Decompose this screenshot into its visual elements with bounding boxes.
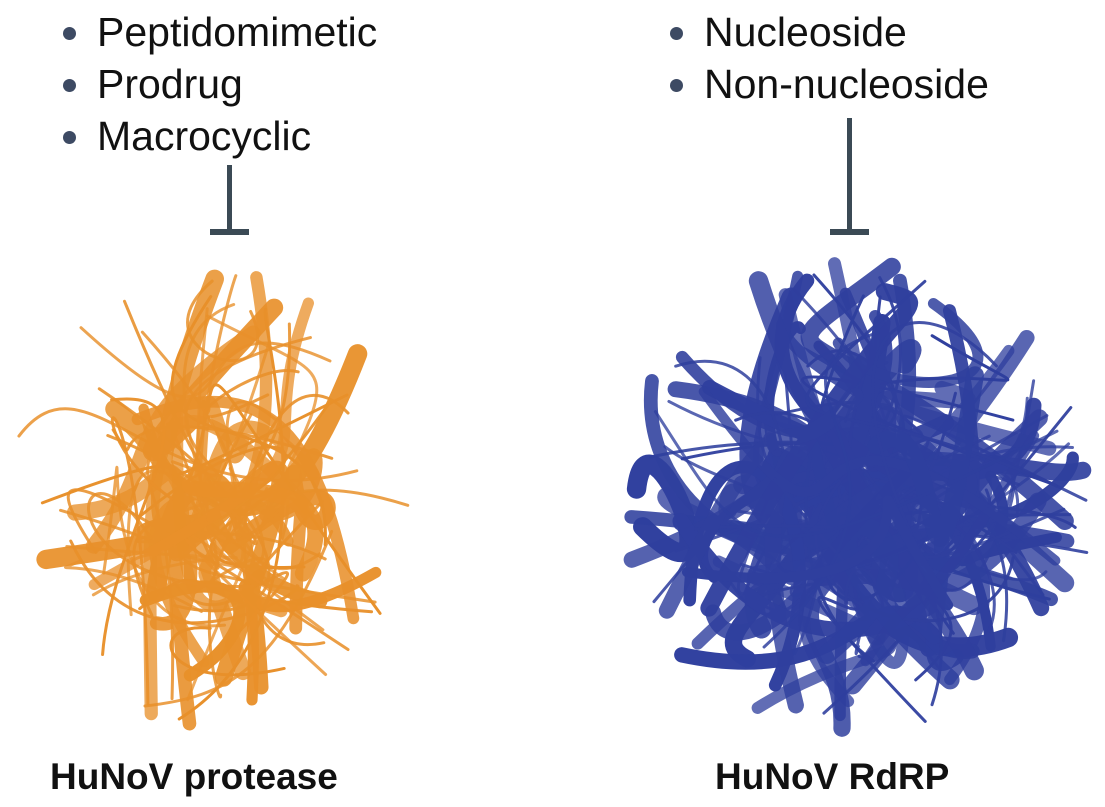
ribbon-segment — [135, 531, 327, 561]
inhibition-arrow-right-stem — [847, 118, 852, 231]
ribbon-segment — [111, 425, 334, 460]
ribbon-segment — [681, 495, 954, 611]
item-text: Prodrug — [97, 61, 243, 107]
ribbon-segment — [142, 298, 284, 461]
inhibition-arrow-right-bar — [830, 229, 869, 235]
ribbon-segment — [817, 516, 960, 690]
inhibition-arrow-left-bar — [210, 229, 249, 235]
ribbon-segment — [106, 299, 258, 546]
item-text: Peptidomimetic — [97, 9, 378, 55]
ribbon-segment — [169, 626, 286, 677]
ribbon-segment — [773, 477, 877, 605]
ribbon-segment — [139, 580, 246, 682]
bullet-icon — [63, 27, 76, 40]
protease-label: HuNoV protease — [50, 756, 338, 797]
rdrp-label: HuNoV RdRP — [715, 756, 950, 797]
ribbon-segment — [238, 499, 324, 633]
protease-inhibitor-classes: Peptidomimetic Prodrug Macrocyclic — [63, 6, 377, 162]
bullet-icon — [670, 27, 683, 40]
ribbon-segment — [88, 297, 314, 591]
ribbon-segment — [181, 457, 324, 582]
list-item: Prodrug — [63, 58, 377, 110]
ribbon-segment — [653, 410, 1059, 539]
bullet-icon — [63, 79, 76, 92]
list-item: Non-nucleoside — [670, 58, 989, 110]
item-text: Non-nucleoside — [704, 61, 989, 107]
ribbon-segment — [177, 308, 285, 721]
item-text: Nucleoside — [704, 9, 907, 55]
ribbon-segment — [199, 274, 284, 544]
protease-structure-image — [17, 269, 410, 731]
ribbon-segment — [196, 307, 271, 490]
list-item: Peptidomimetic — [63, 6, 377, 58]
bullet-icon — [670, 79, 683, 92]
rdrp-inhibitor-classes: Nucleoside Non-nucleoside — [670, 6, 989, 110]
item-text: Macrocyclic — [97, 113, 312, 159]
ribbon-segment — [867, 366, 984, 547]
ribbon-segment — [87, 492, 255, 588]
list-item: Nucleoside — [670, 6, 989, 58]
ribbon-segment — [126, 469, 269, 617]
inhibition-arrow-left-stem — [227, 165, 232, 231]
rdrp-structure-image — [623, 257, 1092, 737]
ribbon-segment — [658, 387, 864, 619]
ribbon-segment — [238, 566, 382, 706]
ribbon-segment — [101, 397, 166, 657]
bullet-icon — [63, 131, 76, 144]
ribbon-segment — [957, 470, 1062, 567]
ribbon-segment — [186, 279, 259, 363]
ribbon-segment — [871, 320, 998, 599]
list-item: Macrocyclic — [63, 110, 377, 162]
ribbon-segment — [182, 303, 236, 590]
